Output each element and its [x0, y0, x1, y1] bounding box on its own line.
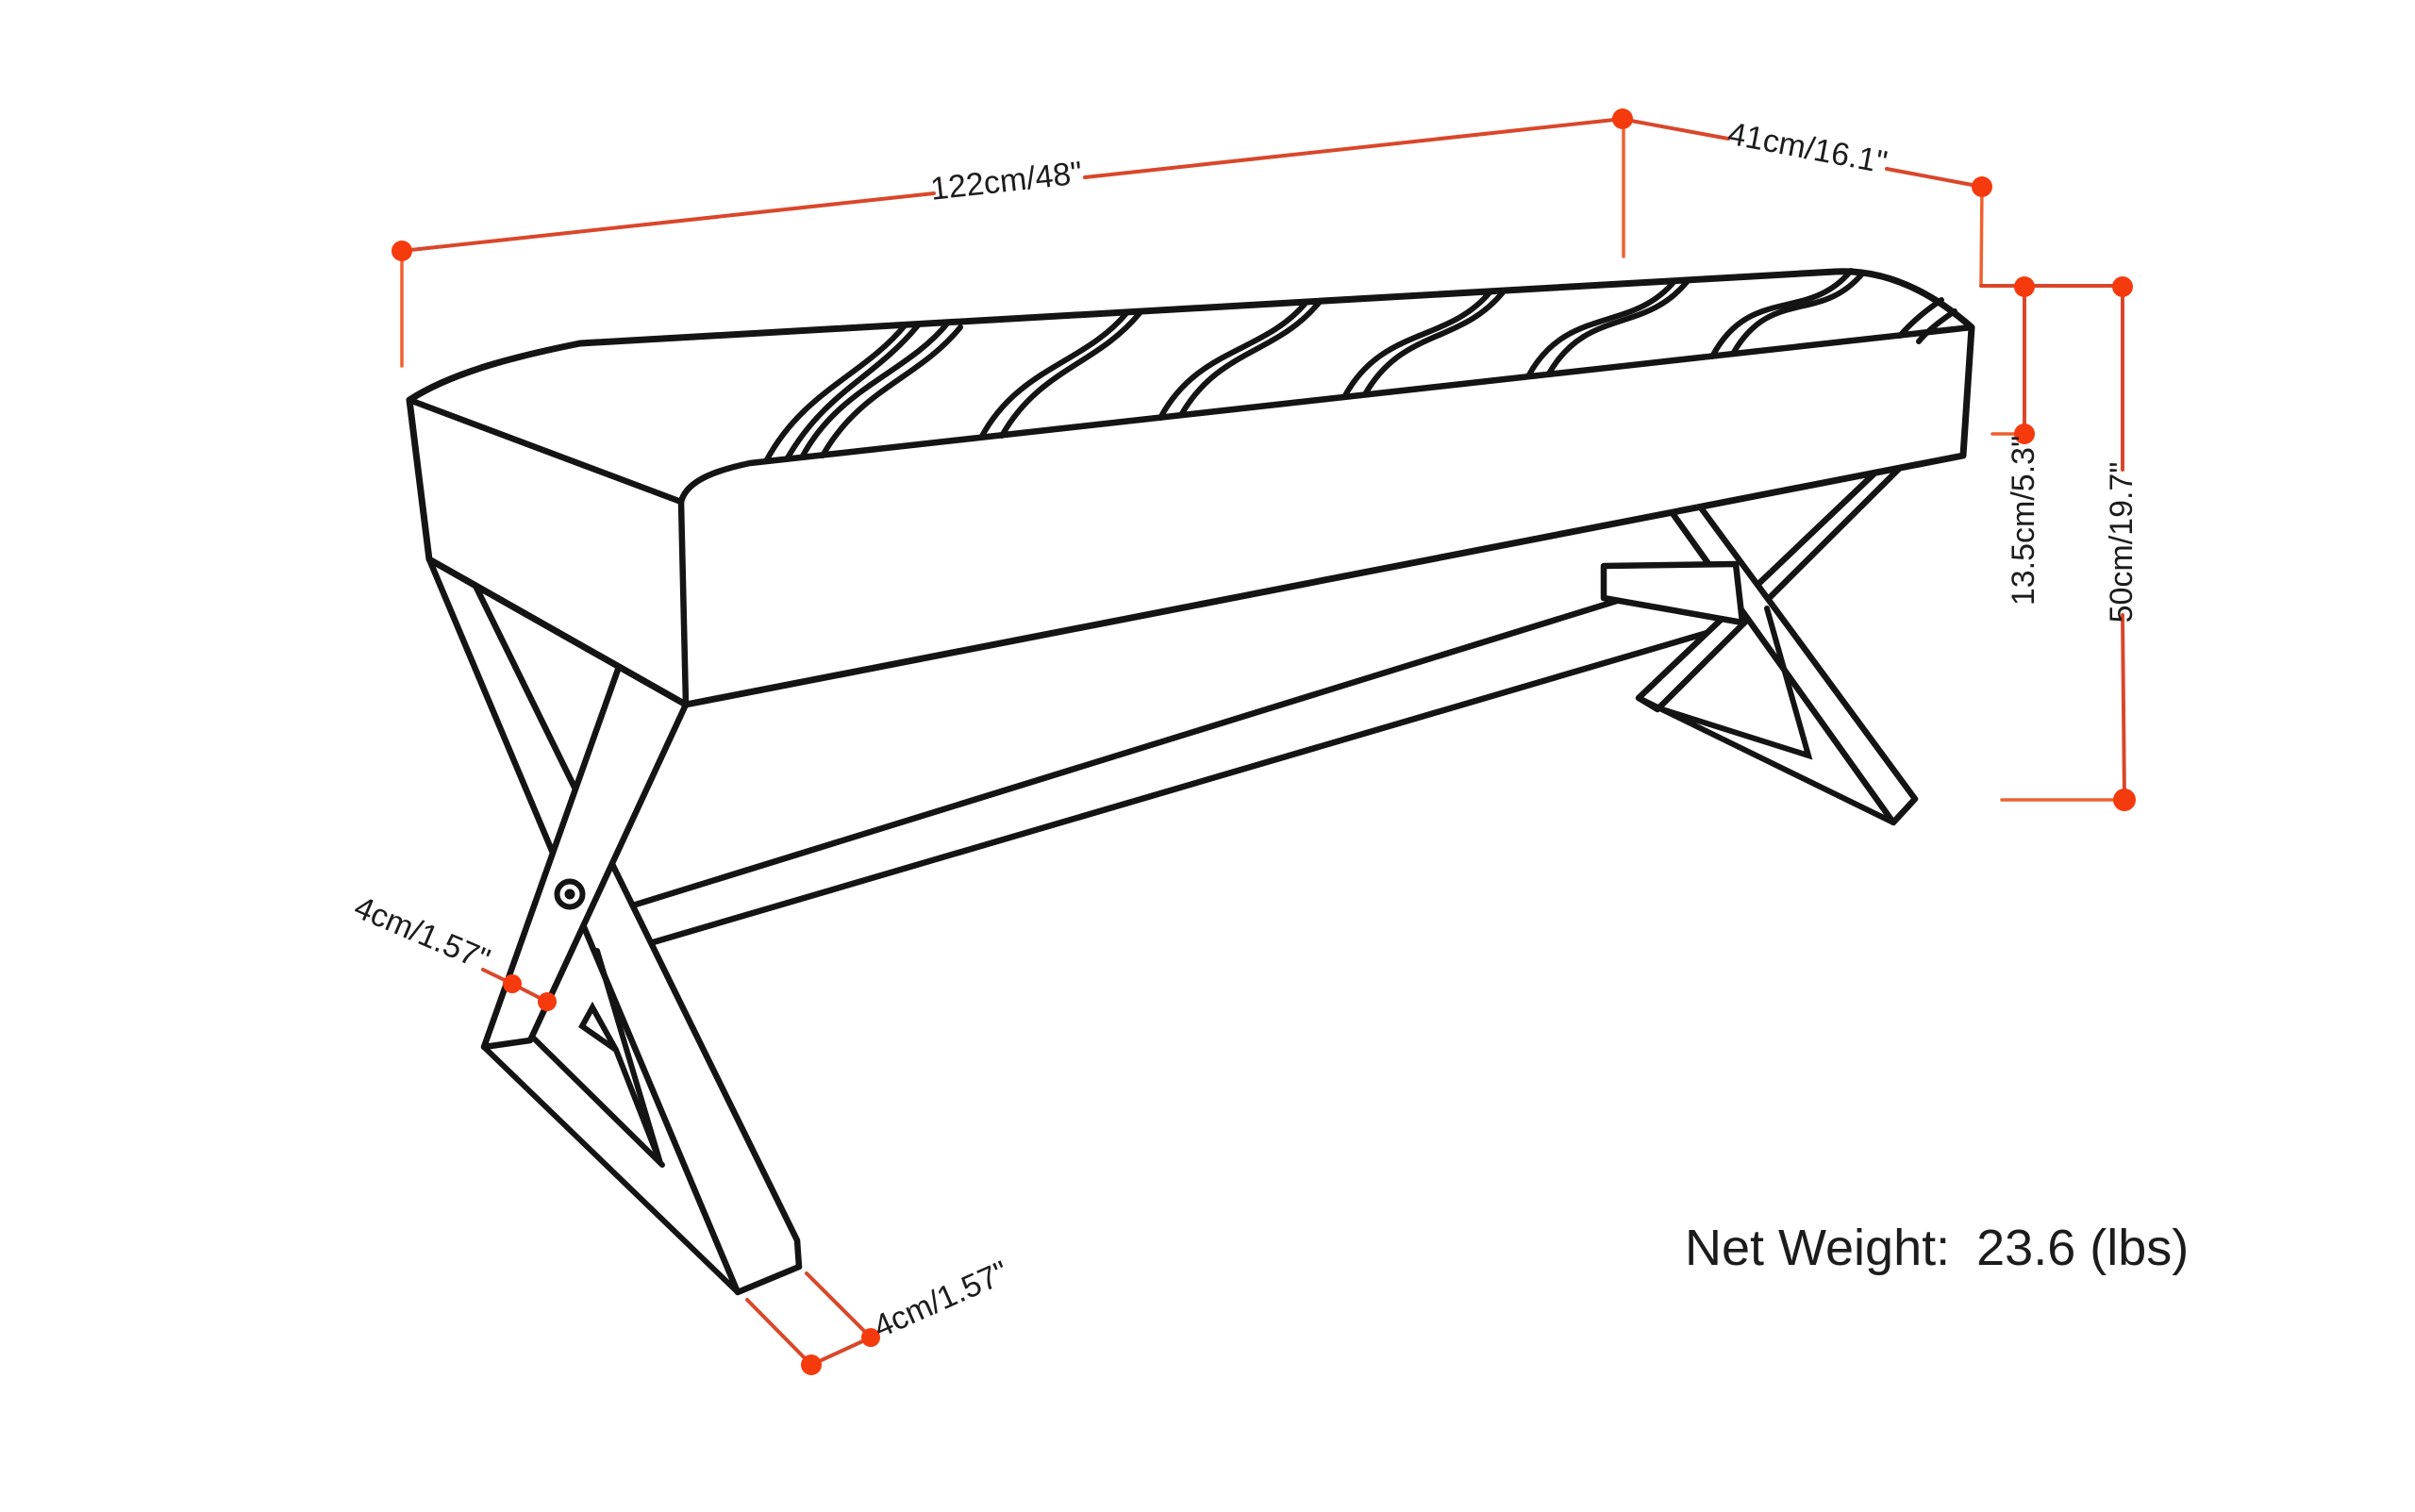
front-leg-inner-edge — [594, 948, 663, 1166]
seat-front-left-edge — [677, 498, 690, 708]
leg-screw-detail-icon — [554, 878, 586, 910]
seam-5b — [1362, 290, 1506, 397]
dimension-dot — [1972, 176, 1992, 197]
dimension-dot — [2014, 424, 2035, 444]
seam-2b — [820, 324, 963, 458]
overall-height-dimension-label: 50cm/19.7" — [2104, 462, 2140, 623]
seat-left-bottom-edge — [425, 556, 690, 708]
seat-front-top-edge — [677, 324, 1975, 506]
seam-1a — [763, 322, 908, 464]
depth-dim-line-left — [1629, 119, 1730, 141]
seam-3a — [978, 309, 1130, 440]
leg-width-lower-label: 4cm/1.57" — [868, 1254, 1013, 1346]
seam-6a — [1525, 278, 1677, 379]
net-weight-text: Net Weight: 23.6 (lbs) — [1685, 1220, 2189, 1276]
seam-2a — [799, 320, 951, 460]
length-dim-line-right — [1083, 117, 1624, 179]
seam-7a — [1709, 268, 1854, 359]
depth-dim-line-right — [1885, 167, 1984, 189]
seam-4a — [1158, 299, 1309, 421]
seat-box — [406, 268, 1975, 708]
dimension-dot — [503, 974, 522, 993]
length-dimension-label: 122cm/48" — [929, 155, 1085, 207]
front-leg-foot-rail-inner — [530, 1035, 665, 1168]
rear-leg-foot-rail — [1636, 695, 1896, 825]
seam-7b — [1730, 270, 1866, 357]
depth-ext-line — [1979, 185, 1984, 287]
length-dim-line-left — [400, 191, 936, 253]
dimension-lines — [391, 108, 2136, 1375]
leg-width-lower-leader-b — [745, 1298, 813, 1367]
dimension-dot — [538, 992, 557, 1011]
net-weight-label: Net Weight: — [1685, 1220, 1950, 1276]
depth-dimension-label: 41cm/16.1" — [1725, 116, 1890, 181]
stretcher-bar-end — [1600, 560, 1746, 626]
seat-seams — [763, 268, 1957, 464]
front-leg-joint-edge — [613, 1047, 663, 1166]
dimension-dot — [2014, 276, 2035, 297]
dimension-dot — [2112, 276, 2133, 297]
dimension-dot — [801, 1354, 822, 1375]
seat-left-top-edge — [406, 396, 685, 506]
seam-4b — [1178, 300, 1322, 418]
rear-x-leg — [1635, 464, 1919, 826]
front-leg-joint-notch — [578, 1001, 619, 1053]
seam-1b — [784, 323, 921, 462]
overall-height-dim-line-bottom — [2121, 613, 2126, 802]
front-leg-foot-rail — [481, 1044, 741, 1295]
seam-3b — [999, 310, 1142, 439]
seam-8b — [1916, 308, 1957, 344]
seam-8a — [1897, 297, 1944, 339]
dimension-dot — [391, 241, 412, 261]
seam-5a — [1341, 289, 1493, 400]
leg-screw-center-icon — [564, 889, 575, 900]
rear-leg-inner-edge — [1659, 606, 1813, 760]
net-weight-value: 23.6 (lbs) — [1976, 1220, 2189, 1276]
dimension-dot — [2113, 789, 2136, 811]
dimension-dot — [861, 1328, 880, 1347]
leg-width-lower-connector — [809, 1336, 873, 1367]
leg-width-lower-leader-a — [805, 1271, 873, 1339]
cushion-height-dimension-label: 13.5cm/5.3" — [2006, 436, 2041, 606]
dimension-dot — [1612, 108, 1633, 129]
leg-width-upper-label: 4cm/1.57" — [349, 889, 495, 978]
seat-outline — [406, 268, 1975, 708]
bench-drawing — [406, 268, 1975, 1296]
seam-6b — [1546, 279, 1690, 376]
